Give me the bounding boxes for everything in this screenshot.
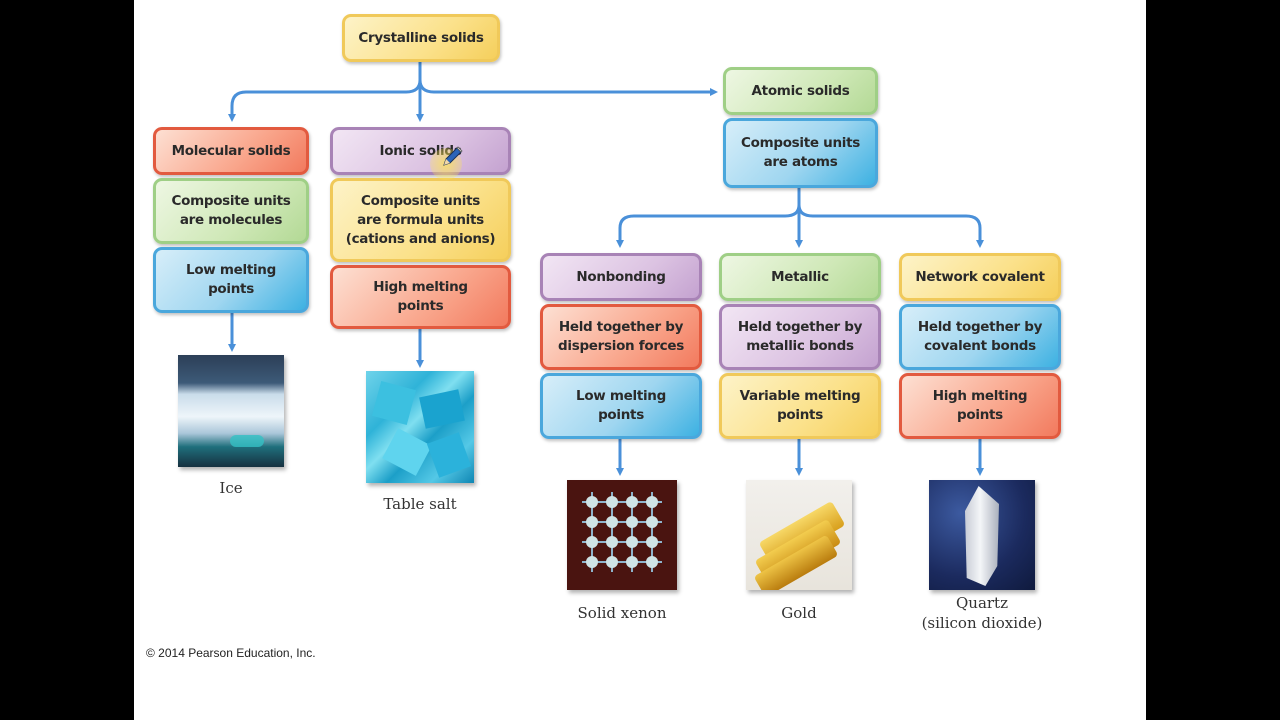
table-salt-caption: Table salt: [383, 495, 457, 513]
root-crystalline-solids: Crystalline solids: [342, 14, 500, 62]
atomic-solids-box: Atomic solids: [723, 67, 878, 115]
table-salt-photo: [366, 371, 474, 483]
ice-photo: [178, 355, 284, 467]
ice-caption: Ice: [219, 479, 243, 497]
metallic-melting-points-box: Variable melting points: [719, 373, 881, 439]
network-covalent-bonds-box: Held together by covalent bonds: [899, 304, 1061, 370]
copyright-notice: © 2014 Pearson Education, Inc.: [146, 646, 316, 660]
atomic-composite-units-box: Composite units are atoms: [723, 118, 878, 188]
ionic-composite-units-box: Composite units are formula units (catio…: [330, 178, 511, 262]
nonbonding-forces-box: Held together by dispersion forces: [540, 304, 702, 370]
quartz-caption: Quartz (silicon dioxide): [921, 594, 1043, 632]
gold-photo: [746, 480, 852, 590]
arrow-to-network-covalent: [797, 204, 984, 248]
solid-xenon-caption: Solid xenon: [577, 604, 667, 622]
arrow-to-molecular: [228, 79, 422, 122]
connectors: [228, 62, 984, 476]
ionic-melting-points-box: High melting points: [330, 265, 511, 329]
network-covalent-box: Network covalent: [899, 253, 1061, 301]
nonbonding-melting-points-box: Low melting points: [540, 373, 702, 439]
arrow-to-nonbonding: [616, 204, 801, 248]
quartz-photo: [929, 480, 1035, 590]
ionic-solids-box: Ionic solids: [330, 127, 511, 175]
slide: Crystalline solids Molecular solids Comp…: [134, 0, 1146, 720]
xenon-lattice-icon: [582, 492, 662, 572]
gold-caption: Gold: [781, 604, 817, 622]
solid-xenon-image: [567, 480, 677, 590]
molecular-solids-box: Molecular solids: [153, 127, 309, 175]
molecular-melting-points-box: Low melting points: [153, 247, 309, 313]
network-covalent-melting-points-box: High melting points: [899, 373, 1061, 439]
pen-cursor-icon: [443, 146, 463, 166]
metallic-box: Metallic: [719, 253, 881, 301]
nonbonding-box: Nonbonding: [540, 253, 702, 301]
metallic-bonds-box: Held together by metallic bonds: [719, 304, 881, 370]
molecular-composite-units-box: Composite units are molecules: [153, 178, 309, 244]
arrow-to-atomic: [418, 79, 718, 96]
